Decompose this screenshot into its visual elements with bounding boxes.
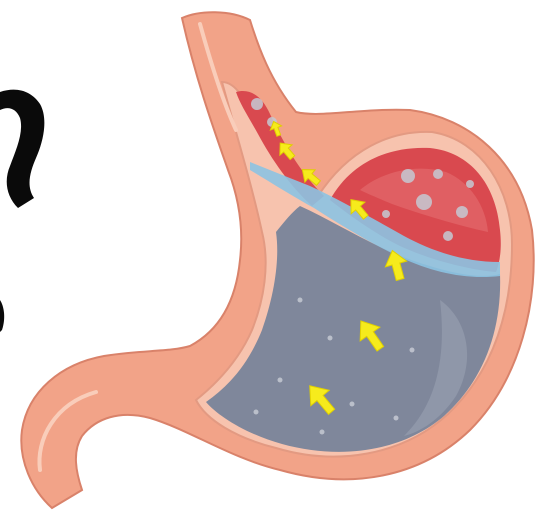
bubble-icon — [410, 348, 415, 353]
bubble-icon — [466, 180, 474, 188]
bubble-icon — [394, 416, 399, 421]
bubble-icon — [278, 378, 283, 383]
bubble-icon — [401, 169, 415, 183]
bubble-icon — [254, 410, 259, 415]
bubble-icon — [416, 194, 432, 210]
bubble-icon — [443, 231, 453, 241]
bubble-icon — [350, 402, 355, 407]
bubble-icon — [298, 298, 303, 303]
bubble-icon — [251, 98, 263, 110]
bubble-icon — [456, 206, 468, 218]
bubble-icon — [320, 430, 325, 435]
cropped-glyph-fragment — [0, 300, 4, 332]
cropped-letter-glyph — [0, 90, 44, 208]
bubble-icon — [382, 210, 390, 218]
bubble-icon — [328, 336, 333, 341]
bubble-icon — [433, 169, 443, 179]
